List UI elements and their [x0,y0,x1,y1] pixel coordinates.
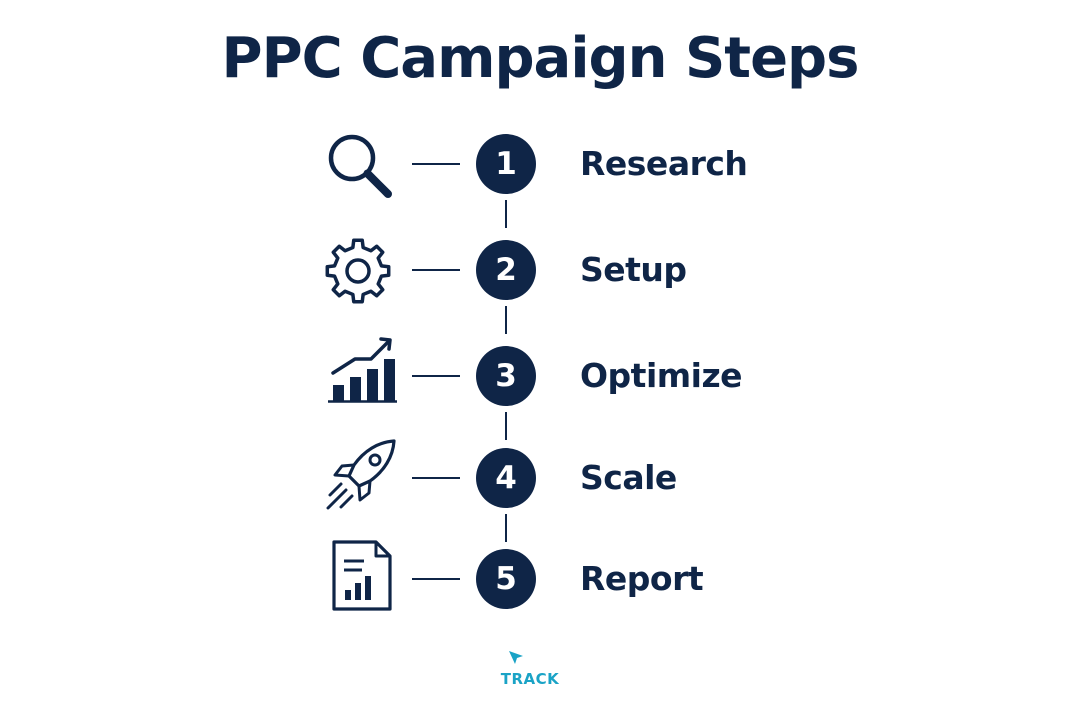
connector-line-3 [412,375,460,377]
report-document-icon [322,536,402,616]
step-number-3: 3 [476,346,536,406]
timeline-link-4 [505,514,507,542]
rocket-icon [320,435,400,515]
connector-line-5 [412,578,460,580]
connector-line-2 [412,269,460,271]
cursor-arrow-icon [509,651,523,664]
step-label-setup: Setup [580,250,687,289]
gear-icon [318,231,398,311]
timeline-link-2 [505,306,507,334]
page-title: PPC Campaign Steps [221,26,860,91]
growth-chart-icon [325,333,405,413]
connector-line-4 [412,477,460,479]
brand-logo: TRACK [490,650,570,688]
step-label-report: Report [580,559,704,598]
magnifier-icon [322,130,402,210]
step-label-research: Research [580,144,748,183]
timeline-link-3 [505,412,507,440]
step-label-optimize: Optimize [580,356,743,395]
step-number-4: 4 [476,448,536,508]
brand-name: TRACK [500,670,560,688]
timeline-link-1 [505,200,507,228]
step-number-1: 1 [476,134,536,194]
step-label-scale: Scale [580,458,677,497]
connector-line-1 [412,163,460,165]
step-number-2: 2 [476,240,536,300]
step-number-5: 5 [476,549,536,609]
